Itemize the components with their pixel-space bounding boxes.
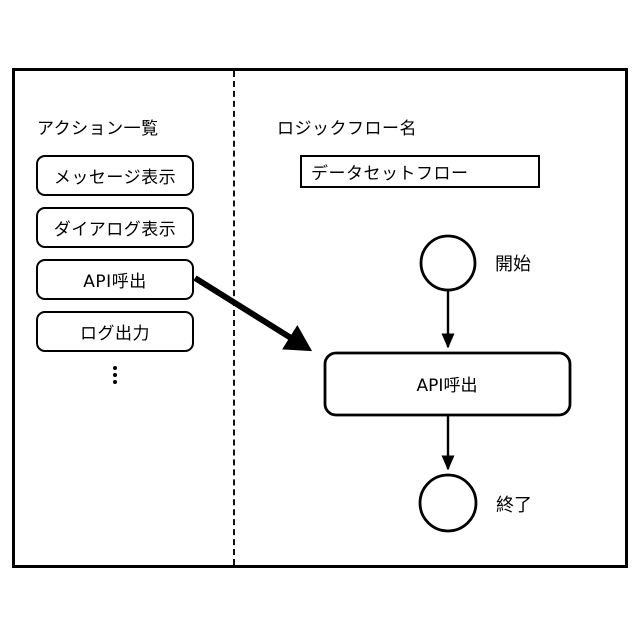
more-actions-ellipsis-icon (36, 361, 194, 384)
application-window: アクション一覧 メッセージ表示 ダイアログ表示 API呼出 ログ出力 ロジックフ… (12, 68, 628, 568)
flow-node-end-label: 終了 (496, 495, 532, 516)
action-list: メッセージ表示 ダイアログ表示 API呼出 ログ出力 (36, 155, 196, 363)
flow-node-end[interactable] (418, 473, 478, 533)
flow-panel-title: ロジックフロー名 (277, 119, 417, 139)
actions-panel: アクション一覧 メッセージ表示 ダイアログ表示 API呼出 ログ出力 (15, 71, 233, 565)
flow-node-api-call-label: API呼出 (417, 376, 478, 396)
action-item-dialog-display[interactable]: ダイアログ表示 (36, 207, 194, 248)
flow-node-start-label: 開始 (495, 254, 531, 275)
action-item-api-call[interactable]: API呼出 (36, 259, 194, 300)
flow-node-start[interactable] (419, 234, 477, 292)
actions-panel-title: アクション一覧 (37, 119, 159, 139)
flow-canvas: 開始 API呼出 終了 (323, 234, 572, 533)
action-item-log-output[interactable]: ログ出力 (36, 311, 194, 352)
flow-panel: ロジックフロー名 データセットフロー 開始 API呼出 終了 (235, 71, 625, 565)
action-item-message-display[interactable]: メッセージ表示 (36, 155, 194, 196)
flow-name-input[interactable]: データセットフロー (300, 155, 540, 188)
